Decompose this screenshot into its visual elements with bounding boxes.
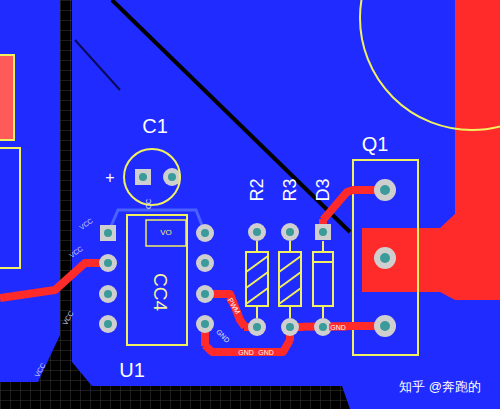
net-label: + bbox=[105, 170, 114, 186]
partial-component bbox=[0, 55, 14, 140]
net-label: CC4 bbox=[151, 273, 170, 311]
resistor-symbol bbox=[279, 241, 301, 318]
ic-marking bbox=[146, 220, 186, 246]
net-label: GND bbox=[237, 349, 255, 356]
copper-pour bbox=[72, 0, 500, 409]
part-label: R2 bbox=[248, 178, 266, 201]
part-label: D3 bbox=[314, 178, 332, 201]
net-label: PWM bbox=[226, 296, 242, 316]
net-label: GND bbox=[257, 349, 275, 356]
net-label: VCC bbox=[61, 310, 74, 326]
transistor: Q1 bbox=[353, 160, 418, 355]
resistor: R3 bbox=[278, 220, 302, 340]
net-label: CC bbox=[145, 199, 152, 209]
capacitor-outline bbox=[123, 148, 181, 206]
part-label: R3 bbox=[281, 178, 299, 201]
copper-area bbox=[362, 0, 500, 300]
trace bbox=[0, 263, 108, 298]
ic-outline bbox=[127, 215, 187, 345]
trace bbox=[108, 210, 205, 233]
diode-symbol bbox=[313, 241, 333, 318]
pour-clearance bbox=[75, 40, 120, 90]
pads bbox=[99, 168, 396, 337]
part-label: U1 bbox=[119, 360, 145, 380]
part-label: C1 bbox=[142, 116, 168, 136]
net-label: VCC bbox=[78, 217, 94, 231]
trace-stub bbox=[205, 190, 385, 346]
resistor: R2 bbox=[245, 220, 269, 340]
partial-component bbox=[0, 148, 20, 268]
resistor-symbol bbox=[246, 241, 268, 318]
part-label: Q1 bbox=[362, 134, 389, 154]
watermark: 知乎 @奔跑的 bbox=[399, 380, 481, 393]
capacitor: C1 bbox=[123, 148, 181, 206]
net-label: VO bbox=[160, 229, 172, 237]
net-label: VCC bbox=[68, 245, 84, 259]
diode: D3 bbox=[311, 220, 335, 340]
transistor-outline bbox=[353, 160, 418, 355]
capacitor-outline bbox=[124, 149, 180, 205]
net-label: VCC bbox=[33, 362, 46, 378]
pour-clearance bbox=[112, 0, 350, 232]
net-label: GND bbox=[329, 324, 347, 331]
net-label: GND bbox=[215, 328, 231, 344]
silkscreen-arc bbox=[360, 0, 500, 130]
copper-trace bbox=[217, 294, 245, 327]
